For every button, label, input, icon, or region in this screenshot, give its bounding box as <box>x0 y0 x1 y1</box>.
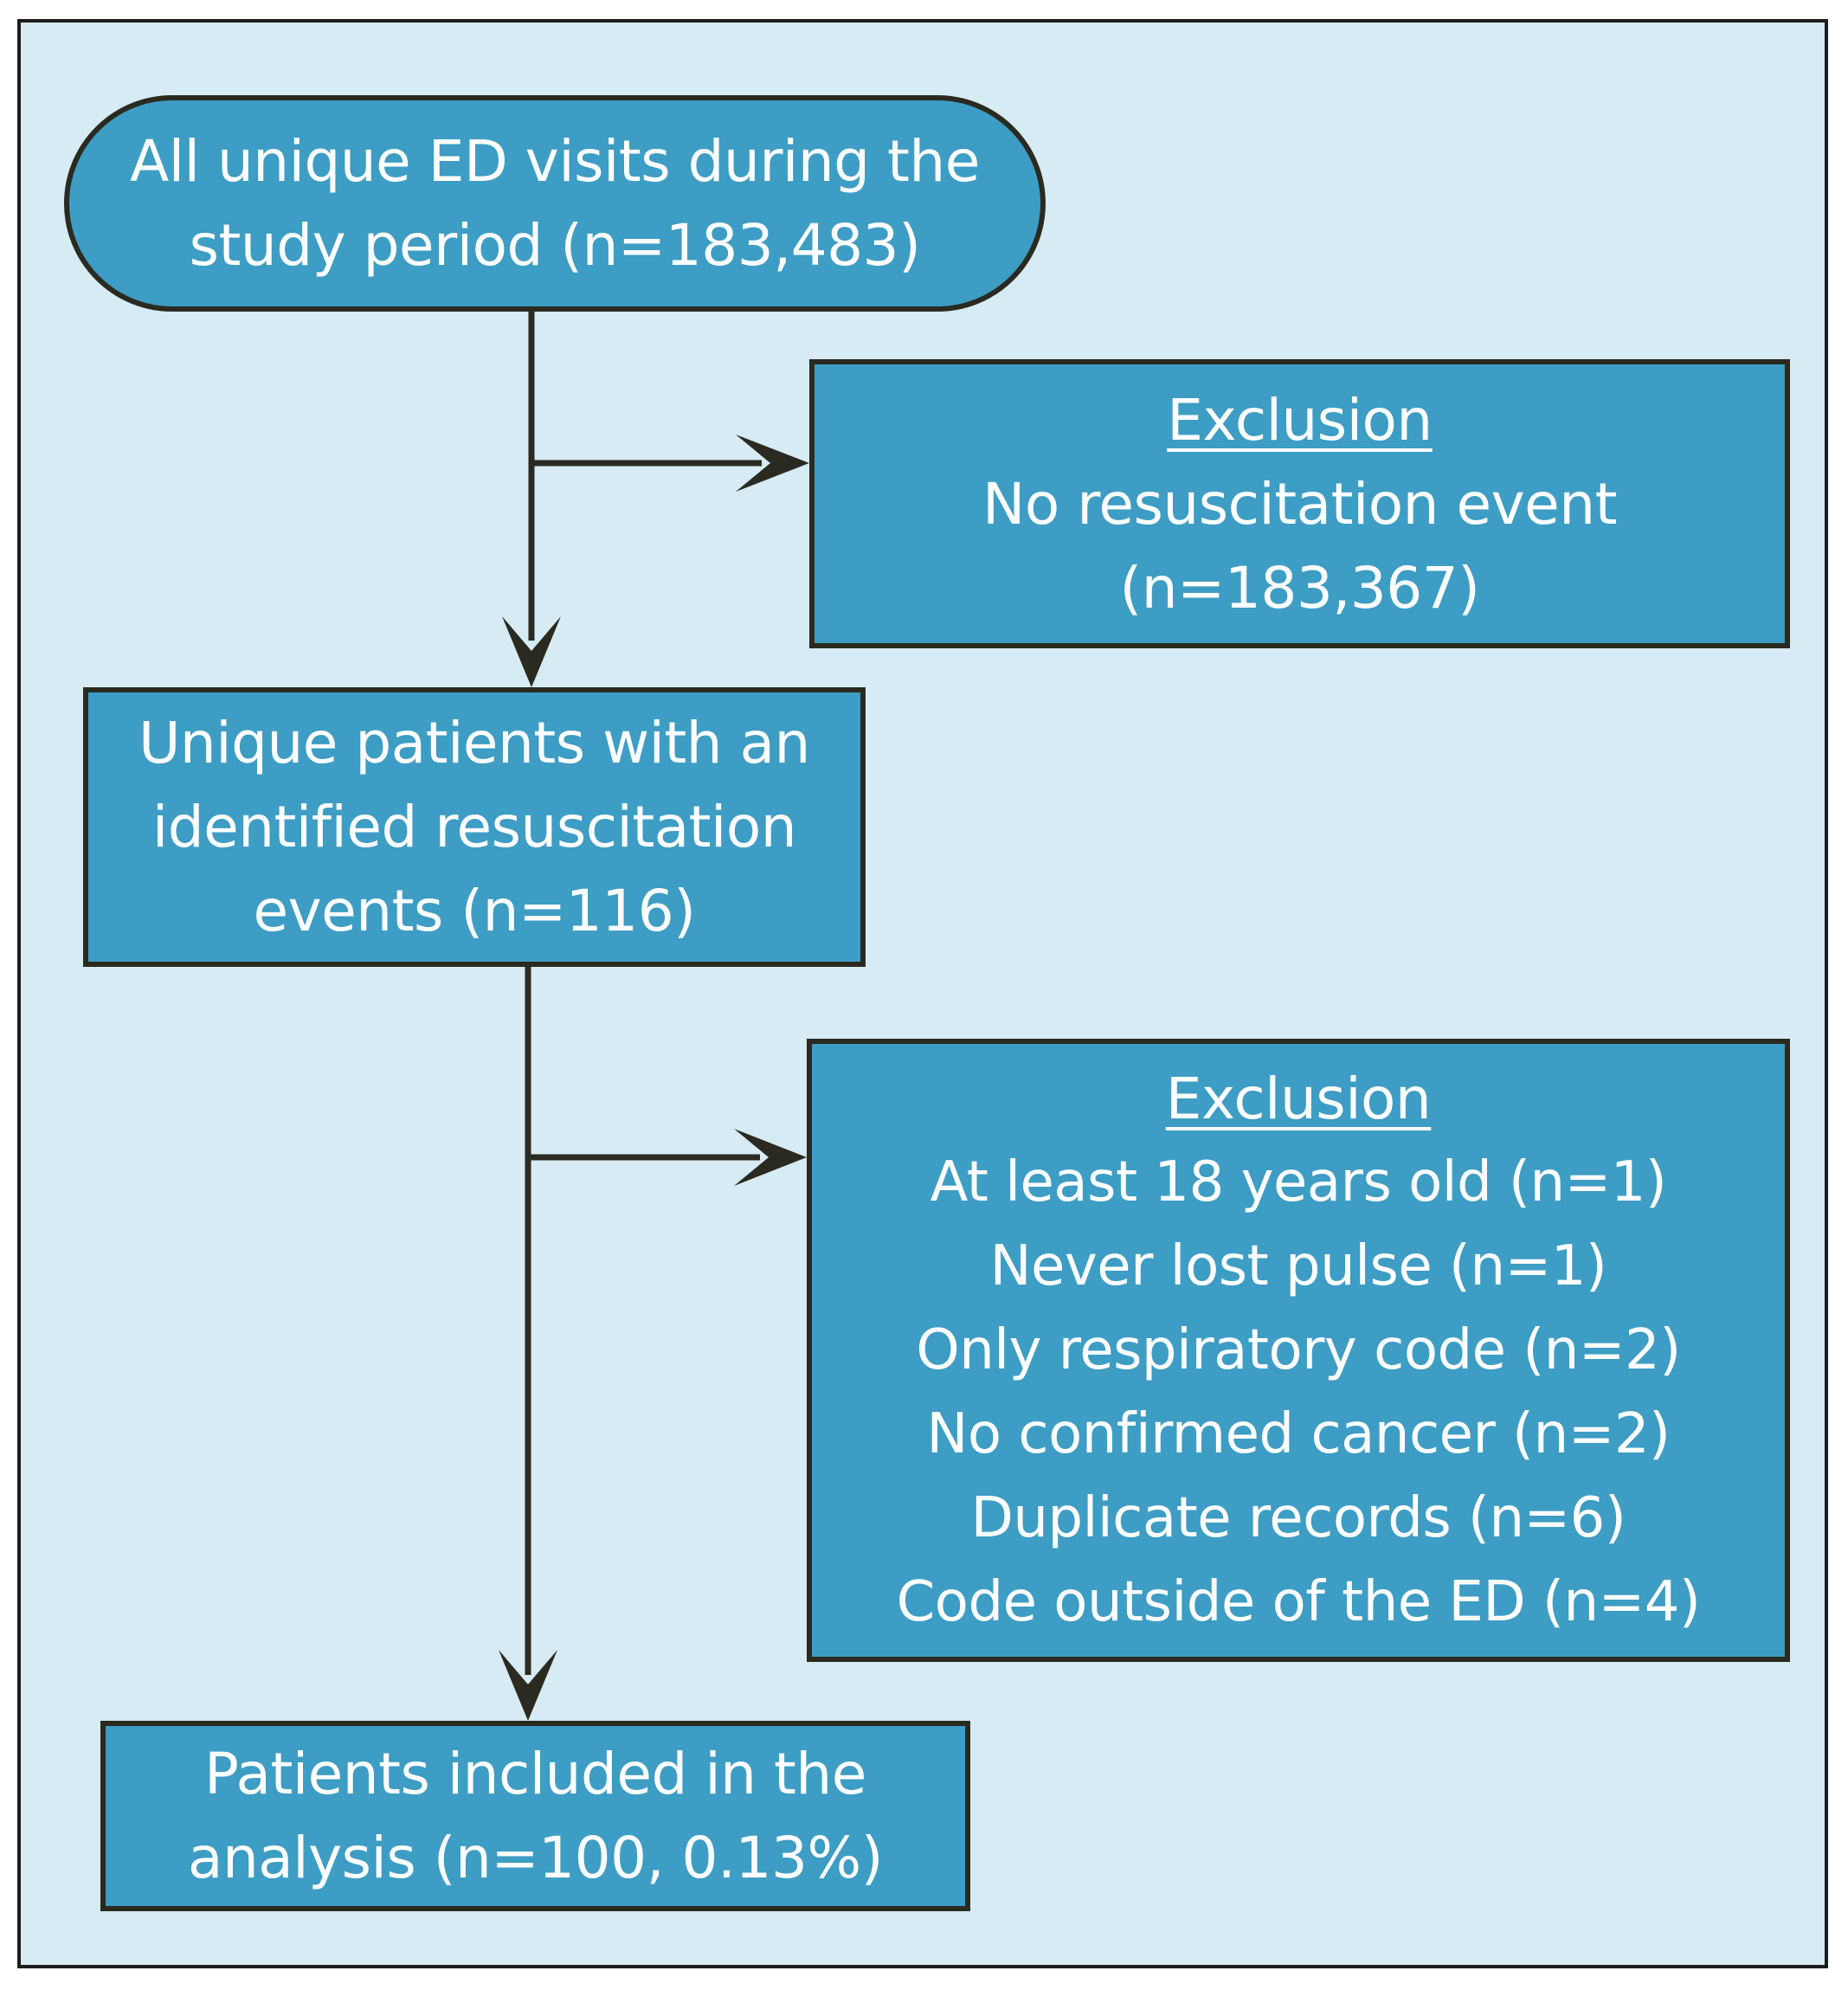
process-line: events (n=116) <box>253 878 696 944</box>
process-box-unique-patients: Unique patients with an identified resus… <box>83 687 866 967</box>
arrowhead-to-exclusion-1 <box>736 435 809 492</box>
exclusion-box-no-resuscitation: Exclusion No resuscitation event (n=183,… <box>809 359 1790 648</box>
result-line: Patients included in the <box>204 1741 866 1807</box>
exclusion-box-criteria: Exclusion At least 18 years old (n=1) Ne… <box>807 1039 1790 1662</box>
exclusion-line: No resuscitation event <box>982 470 1617 538</box>
arrowhead-to-included <box>499 1650 557 1721</box>
result-line: analysis (n=100, 0.13%) <box>188 1825 883 1891</box>
exclusion-line: Code outside of the ED (n=4) <box>896 1569 1701 1634</box>
start-node-line: All unique ED visits during the <box>130 128 980 195</box>
exclusion-line: Never lost pulse (n=1) <box>989 1233 1607 1298</box>
result-box-patients-included: Patients included in the analysis (n=100… <box>100 1721 970 1911</box>
exclusion-heading: Exclusion <box>1165 1065 1432 1132</box>
start-node-all-ed-visits: All unique ED visits during the study pe… <box>64 95 1046 312</box>
start-node-line: study period (n=183,483) <box>189 212 921 279</box>
exclusion-line: (n=183,367) <box>1119 554 1480 621</box>
exclusion-line: Only respiratory code (n=2) <box>916 1317 1681 1382</box>
exclusion-heading: Exclusion <box>1167 386 1433 454</box>
exclusion-line: At least 18 years old (n=1) <box>930 1150 1667 1214</box>
process-line: Unique patients with an <box>138 710 810 776</box>
arrowhead-to-patients <box>502 616 561 687</box>
exclusion-line: Duplicate records (n=6) <box>970 1485 1626 1550</box>
arrowhead-to-exclusion-2 <box>734 1129 807 1186</box>
exclusion-line: No confirmed cancer (n=2) <box>926 1401 1671 1466</box>
process-line: identified resuscitation <box>151 794 797 860</box>
